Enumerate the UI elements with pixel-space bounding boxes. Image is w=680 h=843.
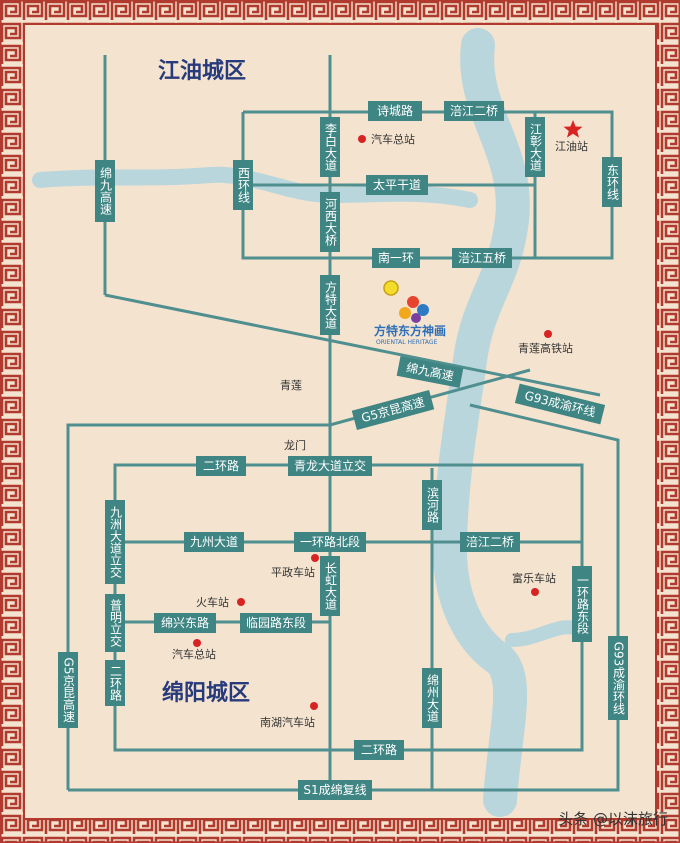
road-labels: 诗城路 涪江二桥 太平干道 南一环 涪江五桥 绵九高速 G5京昆高速 G93成渝… bbox=[154, 101, 606, 800]
label-binhe-road: 滨河路 bbox=[422, 480, 442, 530]
label-fujiang-5th-bridge: 涪江五桥 bbox=[452, 248, 512, 268]
svg-text:九州大道: 九州大道 bbox=[190, 535, 238, 549]
label-yihuan-east: 一环路东段 bbox=[572, 566, 592, 642]
label-fujiang-2nd-bridge-south: 涪江二桥 bbox=[460, 532, 520, 552]
svg-text:汽车总站: 汽车总站 bbox=[371, 132, 415, 146]
watermark: 头条 @以沫旅行 bbox=[558, 810, 668, 828]
theme-park-subtitle: ORIENTAL HERITAGE bbox=[376, 339, 438, 346]
oriental-heritage-logo-icon bbox=[399, 296, 429, 323]
theme-park-marker-icon bbox=[383, 280, 399, 296]
label-hexi-bridge: 河西大桥 bbox=[320, 192, 340, 252]
svg-text:李白大道: 李白大道 bbox=[324, 122, 338, 171]
label-nan-yihuan: 南一环 bbox=[372, 248, 420, 268]
svg-text:汽车总站: 汽车总站 bbox=[172, 647, 216, 661]
svg-text:青莲高铁站: 青莲高铁站 bbox=[518, 341, 573, 355]
svg-text:滨河路: 滨河路 bbox=[426, 486, 440, 524]
label-taiping-road: 太平干道 bbox=[366, 175, 428, 195]
label-qinglong-interchange: 青龙大道立交 bbox=[288, 456, 372, 476]
svg-text:江彰大道: 江彰大道 bbox=[529, 123, 543, 171]
poi-jiangyou-station: 江油站 bbox=[555, 120, 588, 153]
svg-text:九洲大道立交: 九洲大道立交 bbox=[109, 506, 123, 579]
star-icon bbox=[563, 120, 583, 138]
svg-text:涪江二桥: 涪江二桥 bbox=[450, 103, 498, 118]
svg-text:二环路: 二环路 bbox=[203, 458, 239, 473]
label-jiuzhou-interchange: 九洲大道立交 bbox=[105, 500, 125, 584]
poi-nanhu-bus-station: 南湖汽车站 bbox=[260, 702, 318, 729]
label-g5-expressway-vert: G5京昆高速 bbox=[58, 652, 78, 728]
poi-fule-station: 富乐车站 bbox=[512, 571, 556, 596]
theme-park-marker: 方特东方神画 ORIENTAL HERITAGE bbox=[374, 280, 446, 346]
poi-pingzheng-station: 平政车站 bbox=[271, 554, 319, 579]
label-libai-avenue: 李白大道 bbox=[320, 117, 340, 177]
label-yihuan-north: 一环路北段 bbox=[294, 532, 366, 552]
svg-text:火车站: 火车站 bbox=[196, 595, 229, 609]
svg-text:二环路: 二环路 bbox=[361, 742, 397, 757]
svg-text:南湖汽车站: 南湖汽车站 bbox=[260, 715, 315, 729]
svg-text:南一环: 南一环 bbox=[378, 250, 414, 265]
poi-qinglian-hsr-station: 青莲高铁站 bbox=[518, 330, 573, 355]
svg-text:一环路北段: 一环路北段 bbox=[300, 534, 360, 549]
svg-text:江油站: 江油站 bbox=[555, 139, 588, 153]
label-g93-ring-vert: G93成渝环线 bbox=[608, 636, 628, 720]
label-mianzhou-avenue: 绵州大道 bbox=[422, 668, 442, 728]
svg-text:普明立交: 普明立交 bbox=[109, 599, 123, 648]
label-erhuan-north: 二环路 bbox=[196, 456, 246, 476]
svg-text:二环路: 二环路 bbox=[109, 665, 123, 702]
label-shicheng-road: 诗城路 bbox=[368, 101, 422, 121]
label-fujiang-2nd-bridge-north: 涪江二桥 bbox=[444, 101, 504, 121]
svg-text:涪江二桥: 涪江二桥 bbox=[466, 534, 514, 549]
svg-text:方特大道: 方特大道 bbox=[324, 280, 338, 329]
vertical-road-labels: 李白大道 江彰大道 东环线 西环线 绵九高速 河西大桥 方特大道 滨河路 九洲大… bbox=[58, 117, 628, 728]
place-qinglian: 青莲 bbox=[280, 379, 302, 392]
poi-railway-station: 火车站 bbox=[196, 595, 245, 609]
poi-jiangyou-bus-station: 汽车总站 bbox=[358, 132, 415, 146]
label-jiangzhang-avenue: 江彰大道 bbox=[525, 117, 545, 177]
svg-text:西环线: 西环线 bbox=[237, 167, 251, 203]
svg-text:一环路东段: 一环路东段 bbox=[576, 574, 590, 635]
label-puming-interchange: 普明立交 bbox=[105, 594, 125, 652]
svg-text:G93成渝环线: G93成渝环线 bbox=[612, 642, 626, 715]
label-fangte-avenue: 方特大道 bbox=[320, 275, 340, 335]
svg-text:临园路东段: 临园路东段 bbox=[246, 615, 306, 630]
label-mianjiu-expressway-vert: 绵九高速 bbox=[95, 160, 115, 222]
svg-text:G5京昆高速: G5京昆高速 bbox=[62, 658, 76, 723]
svg-text:绵州大道: 绵州大道 bbox=[426, 674, 440, 722]
svg-text:涪江五桥: 涪江五桥 bbox=[458, 250, 506, 265]
label-erhuan-south: 二环路 bbox=[354, 740, 404, 760]
svg-text:太平干道: 太平干道 bbox=[373, 177, 421, 192]
poi-mianyang-bus-station: 汽车总站 bbox=[172, 639, 216, 661]
svg-text:绵九高速: 绵九高速 bbox=[99, 167, 113, 215]
label-linyuan-east: 临园路东段 bbox=[240, 613, 312, 633]
label-s1-expressway: S1成绵复线 bbox=[298, 780, 372, 800]
label-changhong-avenue: 长虹大道 bbox=[320, 556, 340, 616]
svg-text:诗城路: 诗城路 bbox=[377, 103, 413, 118]
place-longmen: 龙门 bbox=[284, 438, 306, 452]
svg-text:青龙大道立交: 青龙大道立交 bbox=[294, 458, 366, 473]
svg-text:S1成绵复线: S1成绵复线 bbox=[303, 783, 366, 797]
theme-park-name: 方特东方神画 bbox=[374, 323, 446, 338]
city-name-mianyang: 绵阳城区 bbox=[162, 680, 250, 706]
label-erhuan-west: 二环路 bbox=[105, 660, 125, 706]
label-mianjiu-expressway-diag: 绵九高速 bbox=[396, 356, 464, 388]
label-mianxing-east: 绵兴东路 bbox=[154, 613, 216, 633]
label-jiuzhou-avenue: 九州大道 bbox=[184, 532, 244, 552]
city-name-jiangyou: 江油城区 bbox=[158, 58, 246, 84]
svg-text:平政车站: 平政车站 bbox=[271, 565, 315, 579]
svg-text:河西大桥: 河西大桥 bbox=[324, 198, 338, 247]
label-donghuan-line: 东环线 bbox=[602, 157, 622, 207]
svg-text:富乐车站: 富乐车站 bbox=[512, 571, 556, 585]
poi-markers: 汽车总站 江油站 青莲高铁站 青莲 龙门 平政车站 火车站 富乐车站 汽车总站 … bbox=[172, 120, 588, 729]
svg-text:长虹大道: 长虹大道 bbox=[324, 562, 338, 610]
svg-text:东环线: 东环线 bbox=[606, 164, 620, 200]
label-xihuan-line: 西环线 bbox=[233, 160, 253, 210]
svg-text:绵兴东路: 绵兴东路 bbox=[161, 615, 209, 630]
